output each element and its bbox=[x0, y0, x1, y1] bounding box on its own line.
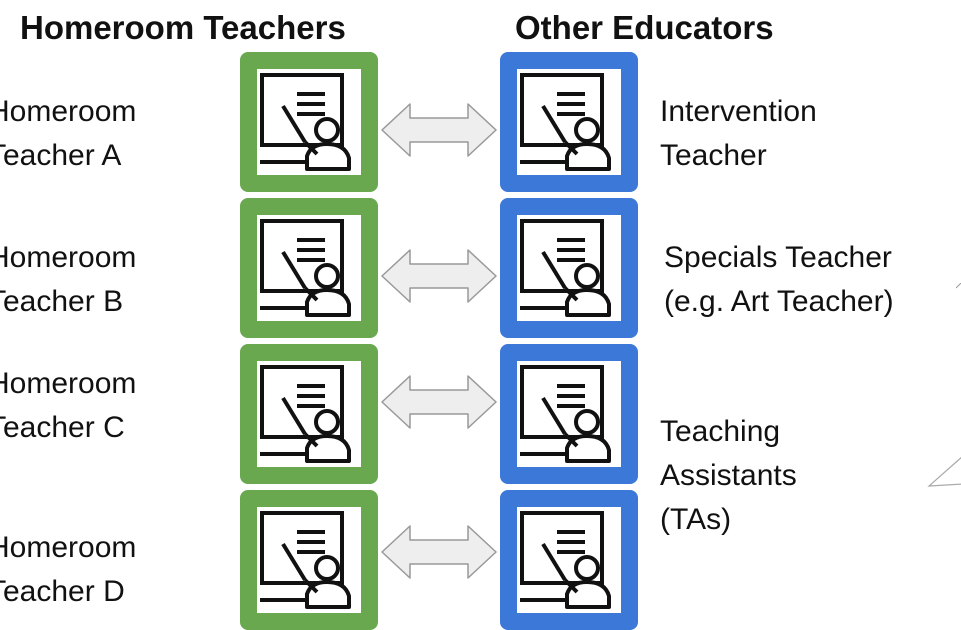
edge-mark bbox=[955, 276, 961, 289]
double-arrow-icon bbox=[380, 100, 498, 160]
double-arrow-icon bbox=[380, 522, 498, 582]
homeroom-teachers-heading: Homeroom Teachers bbox=[20, 9, 346, 46]
teacher-at-whiteboard-icon bbox=[259, 218, 359, 318]
homeroom-teacher-c-tile bbox=[240, 344, 378, 484]
double-arrow-icon bbox=[380, 246, 498, 306]
double-arrow-icon bbox=[380, 372, 498, 432]
homeroom-teacher-a-tile bbox=[240, 52, 378, 192]
teacher-at-whiteboard-icon bbox=[519, 218, 619, 318]
teacher-at-whiteboard-icon bbox=[519, 510, 619, 610]
teacher-at-whiteboard-icon bbox=[259, 364, 359, 464]
callout-pointer bbox=[925, 448, 961, 500]
teacher-at-whiteboard-icon bbox=[519, 364, 619, 464]
teacher-at-whiteboard-icon bbox=[259, 72, 359, 172]
homeroom-teacher-d-label: Homeroom Teacher D bbox=[0, 531, 137, 608]
intervention-teacher-label: Intervention Teacher bbox=[660, 95, 817, 172]
other-educator-tile-4 bbox=[500, 490, 638, 630]
other-educator-tile-1 bbox=[500, 52, 638, 192]
teaching-assistants-label: Teaching Assistants (TAs) bbox=[660, 415, 797, 536]
other-educator-tile-2 bbox=[500, 198, 638, 338]
other-educators-heading: Other Educators bbox=[515, 9, 774, 46]
specials-teacher-label: Specials Teacher (e.g. Art Teacher) bbox=[664, 241, 894, 318]
homeroom-teacher-a-label: Homeroom Teacher A bbox=[0, 95, 137, 172]
other-educator-tile-3 bbox=[500, 344, 638, 484]
homeroom-teacher-c-label: Homeroom Teacher C bbox=[0, 367, 137, 444]
homeroom-teacher-d-tile bbox=[240, 490, 378, 630]
homeroom-teacher-b-tile bbox=[240, 198, 378, 338]
teacher-at-whiteboard-icon bbox=[259, 510, 359, 610]
teacher-at-whiteboard-icon bbox=[519, 72, 619, 172]
homeroom-teacher-b-label: Homeroom Teacher B bbox=[0, 241, 137, 318]
